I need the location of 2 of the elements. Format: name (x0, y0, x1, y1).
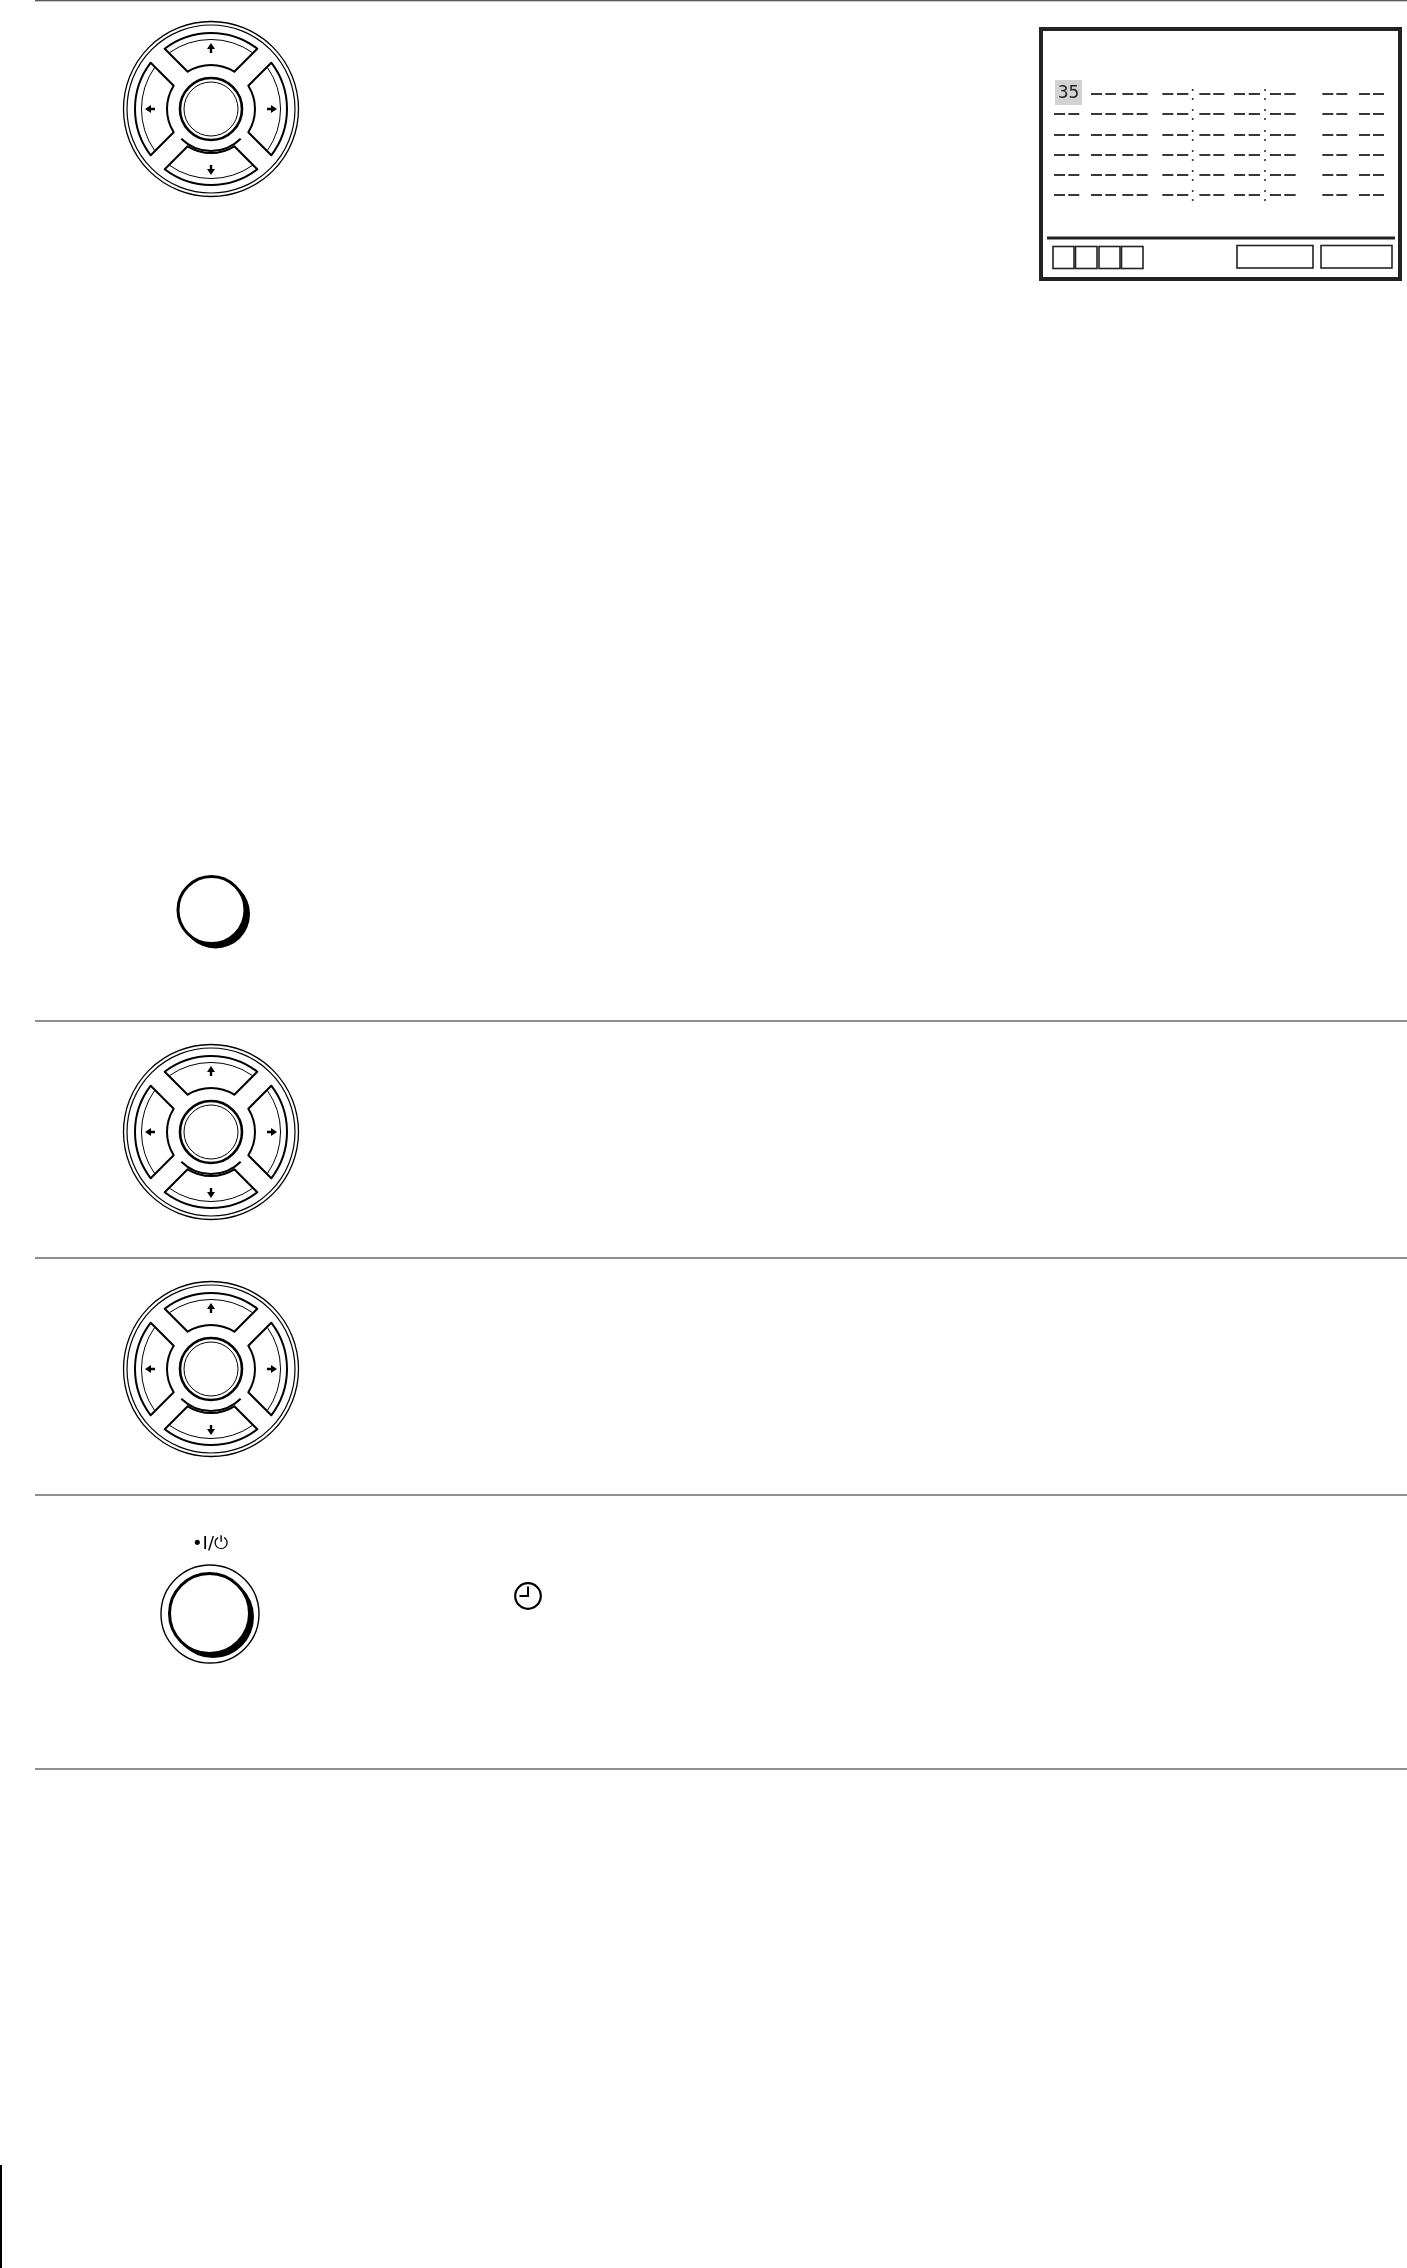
channel-number: 35 (1055, 80, 1082, 105)
power-label: •I/⏻ (191, 1532, 229, 1554)
